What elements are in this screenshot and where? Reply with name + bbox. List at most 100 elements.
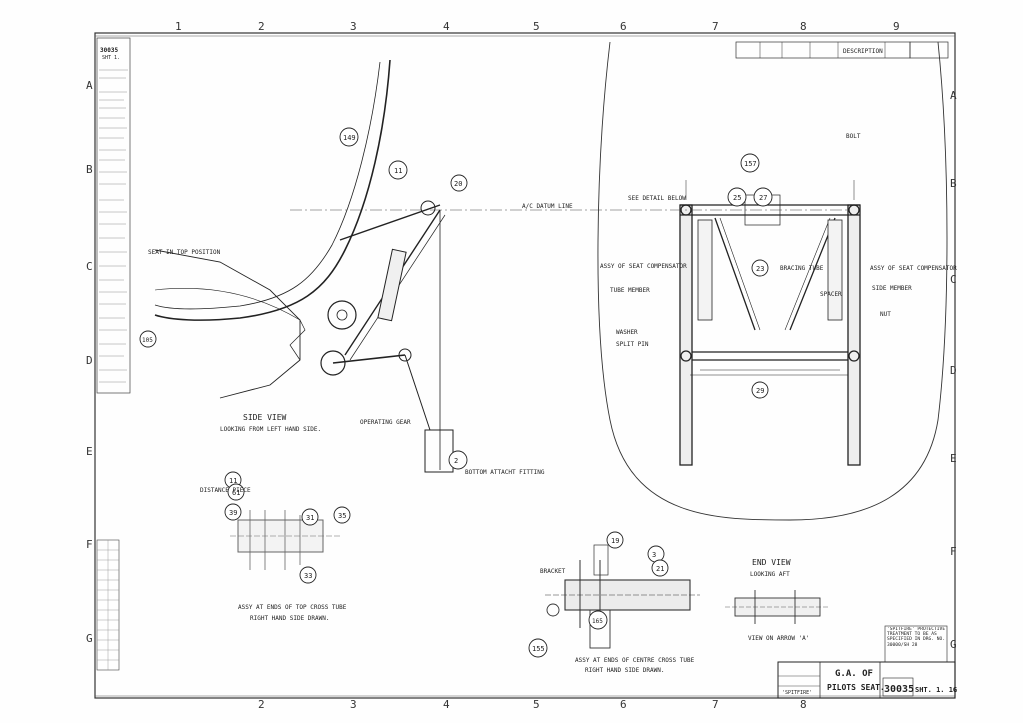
svg-text:30035: 30035 bbox=[100, 47, 118, 54]
svg-text:1: 1 bbox=[175, 20, 182, 33]
svg-text:4: 4 bbox=[443, 20, 450, 33]
svg-text:NUT: NUT bbox=[880, 311, 891, 318]
title-block: 'SPITFIRE' G.A. OF PILOTS SEAT. 30035 SH… bbox=[777, 661, 957, 699]
svg-text:4: 4 bbox=[443, 698, 450, 711]
svg-text:B: B bbox=[950, 177, 957, 190]
svg-text:'SPITFIRE': 'SPITFIRE' bbox=[782, 690, 812, 696]
svg-text:6: 6 bbox=[620, 698, 627, 711]
svg-text:39: 39 bbox=[229, 509, 237, 517]
svg-text:SPLIT PIN: SPLIT PIN bbox=[616, 341, 649, 348]
svg-text:23: 23 bbox=[756, 265, 764, 273]
svg-text:25: 25 bbox=[733, 194, 741, 202]
svg-text:ASSY OF SEAT COMPENSATOR: ASSY OF SEAT COMPENSATOR bbox=[870, 265, 957, 272]
see-detail-label: SEE DETAIL BELOW bbox=[628, 195, 686, 202]
svg-text:35: 35 bbox=[338, 512, 346, 520]
svg-text:SPACER: SPACER bbox=[820, 291, 842, 298]
svg-text:LOOKING AFT: LOOKING AFT bbox=[750, 571, 790, 578]
svg-text:OPERATING GEAR: OPERATING GEAR bbox=[360, 419, 411, 426]
arrow-view-detail bbox=[725, 590, 830, 624]
svg-text:9: 9 bbox=[893, 20, 900, 33]
datum-line-label: A/C DATUM LINE bbox=[522, 203, 573, 210]
svg-text:11: 11 bbox=[229, 477, 237, 485]
svg-text:2: 2 bbox=[454, 457, 458, 465]
end-view-outline bbox=[597, 41, 948, 521]
svg-text:33: 33 bbox=[304, 572, 312, 580]
seat-position-label: SEAT IN TOP POSITION bbox=[148, 249, 221, 256]
svg-text:155: 155 bbox=[532, 645, 545, 653]
svg-text:149: 149 bbox=[343, 134, 356, 142]
svg-text:165: 165 bbox=[592, 618, 603, 625]
revision-header: DESCRIPTION bbox=[735, 41, 949, 59]
svg-text:27: 27 bbox=[759, 194, 767, 202]
centre-tube-detail bbox=[545, 544, 700, 649]
svg-text:TUBE MEMBER: TUBE MEMBER bbox=[610, 287, 650, 294]
svg-text:B: B bbox=[86, 163, 93, 176]
svg-text:C: C bbox=[86, 260, 93, 273]
svg-text:E: E bbox=[86, 445, 93, 458]
callout-labels: ASSY OF SEAT COMPENSATOR ASSY OF SEAT CO… bbox=[200, 133, 957, 575]
svg-text:6: 6 bbox=[620, 20, 627, 33]
side-view-seat bbox=[154, 59, 454, 473]
centre-tube-caption: ASSY AT ENDS OF CENTRE CROSS TUBE RIGHT … bbox=[575, 657, 695, 674]
svg-text:A: A bbox=[950, 89, 957, 102]
svg-text:5: 5 bbox=[533, 20, 540, 33]
svg-text:RIGHT HAND SIDE DRAWN.: RIGHT HAND SIDE DRAWN. bbox=[250, 615, 329, 622]
svg-text:DISTANCE PIECE: DISTANCE PIECE bbox=[200, 487, 251, 494]
svg-text:5: 5 bbox=[533, 698, 540, 711]
balloons bbox=[139, 127, 773, 658]
svg-text:11: 11 bbox=[394, 167, 402, 175]
end-view-frame bbox=[679, 180, 861, 466]
svg-text:SIDE MEMBER: SIDE MEMBER bbox=[872, 285, 912, 292]
svg-text:8: 8 bbox=[800, 698, 807, 711]
svg-text:BOTTOM ATTACHT FITTING: BOTTOM ATTACHT FITTING bbox=[465, 469, 545, 476]
svg-text:29: 29 bbox=[756, 387, 764, 395]
svg-text:31: 31 bbox=[306, 514, 314, 522]
svg-text:8: 8 bbox=[800, 20, 807, 33]
svg-text:WASHER: WASHER bbox=[616, 329, 638, 336]
svg-text:G: G bbox=[86, 632, 93, 645]
row-markers: A B C D E F G A B C D E F G bbox=[86, 79, 957, 651]
svg-text:C: C bbox=[950, 273, 957, 286]
svg-text:ASSY AT ENDS OF CENTRE CROSS T: ASSY AT ENDS OF CENTRE CROSS TUBE bbox=[575, 657, 695, 664]
svg-text:30035: 30035 bbox=[884, 684, 914, 695]
svg-text:157: 157 bbox=[744, 160, 757, 168]
svg-text:BRACING TUBE: BRACING TUBE bbox=[780, 265, 824, 272]
treatment-note: 'SPITFIRE' PROTECTIVE TREATMENT TO BE AS… bbox=[884, 625, 948, 663]
svg-text:BRACKET: BRACKET bbox=[540, 568, 566, 575]
svg-text:DESCRIPTION: DESCRIPTION bbox=[843, 48, 883, 55]
svg-text:A: A bbox=[86, 79, 93, 92]
svg-text:F: F bbox=[950, 545, 957, 558]
svg-text:3: 3 bbox=[350, 698, 357, 711]
svg-text:END VIEW: END VIEW bbox=[752, 558, 791, 567]
sheet-border bbox=[94, 32, 956, 699]
svg-text:7: 7 bbox=[712, 20, 719, 33]
column-markers: 1 2 3 4 5 6 7 8 9 bbox=[175, 20, 900, 33]
svg-text:E: E bbox=[950, 452, 957, 465]
svg-text:ASSY AT ENDS OF TOP CROSS TUBE: ASSY AT ENDS OF TOP CROSS TUBE bbox=[238, 604, 347, 611]
svg-text:3: 3 bbox=[652, 551, 656, 559]
svg-text:2: 2 bbox=[258, 698, 265, 711]
svg-text:RIGHT HAND SIDE DRAWN.: RIGHT HAND SIDE DRAWN. bbox=[585, 667, 664, 674]
svg-text:7: 7 bbox=[712, 698, 719, 711]
svg-text:19: 19 bbox=[611, 537, 619, 545]
svg-text:D: D bbox=[86, 354, 93, 367]
svg-text:SIDE VIEW: SIDE VIEW bbox=[243, 413, 287, 422]
svg-text:F: F bbox=[86, 538, 93, 551]
svg-text:2: 2 bbox=[258, 20, 265, 33]
svg-text:G: G bbox=[950, 638, 957, 651]
svg-text:105: 105 bbox=[142, 337, 153, 344]
svg-text:SHT 1.: SHT 1. bbox=[102, 55, 120, 61]
side-view-caption: SIDE VIEW LOOKING FROM LEFT HAND SIDE. bbox=[220, 413, 321, 433]
svg-text:BOLT: BOLT bbox=[846, 133, 861, 140]
svg-text:G.A. OF: G.A. OF bbox=[835, 669, 873, 679]
arrow-view-caption: VIEW ON ARROW 'A' bbox=[748, 635, 809, 642]
end-view-caption: END VIEW LOOKING AFT bbox=[750, 558, 791, 578]
svg-text:SHT. 1. 1G: SHT. 1. 1G bbox=[915, 686, 957, 694]
svg-text:61: 61 bbox=[232, 489, 240, 497]
parts-list-column: 30035 SHT 1. bbox=[96, 37, 131, 671]
svg-text:PILOTS SEAT.: PILOTS SEAT. bbox=[827, 683, 885, 692]
top-tube-caption: ASSY AT ENDS OF TOP CROSS TUBE RIGHT HAN… bbox=[238, 604, 347, 622]
column-markers-bottom: 2 3 4 5 6 7 8 bbox=[258, 698, 807, 711]
svg-text:3: 3 bbox=[350, 20, 357, 33]
